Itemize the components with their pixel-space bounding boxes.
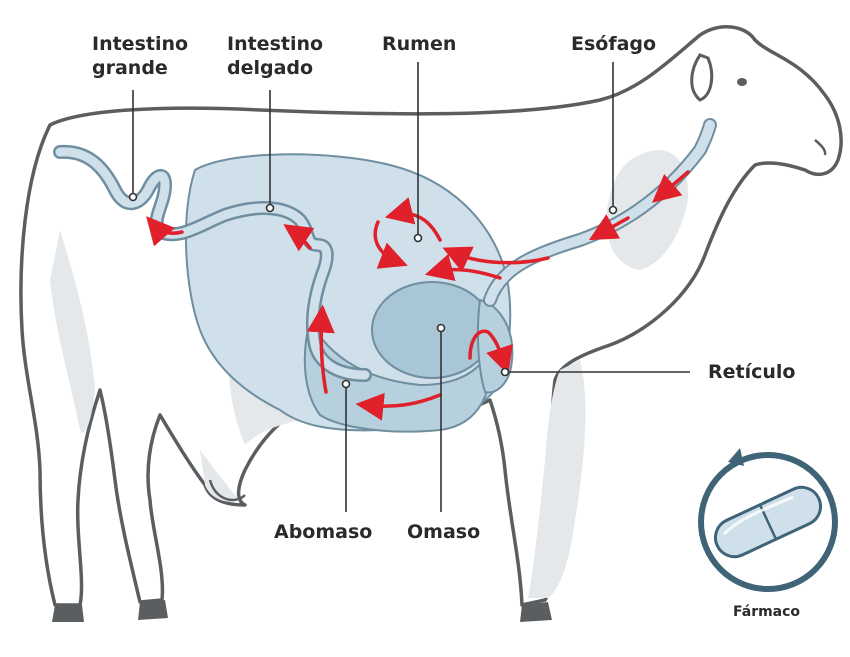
label-reticulo: Retículo — [708, 360, 795, 384]
label-intestino-grande-line1: Intestino — [92, 32, 188, 56]
label-rumen: Rumen — [382, 32, 456, 56]
label-intestino-delgado-line1: Intestino — [227, 32, 323, 56]
omaso-organ — [372, 282, 492, 378]
label-intestino-delgado-line2: delgado — [227, 56, 323, 80]
label-intestino-grande: Intestino grande — [92, 32, 188, 80]
label-intestino-delgado: Intestino delgado — [227, 32, 323, 80]
capsule-badge — [701, 448, 835, 589]
label-farmaco: Fármaco — [733, 600, 800, 624]
label-esofago: Esófago — [571, 32, 656, 56]
label-omaso: Omaso — [407, 520, 480, 544]
label-intestino-grande-line2: grande — [92, 56, 188, 80]
label-abomaso: Abomaso — [274, 520, 372, 544]
